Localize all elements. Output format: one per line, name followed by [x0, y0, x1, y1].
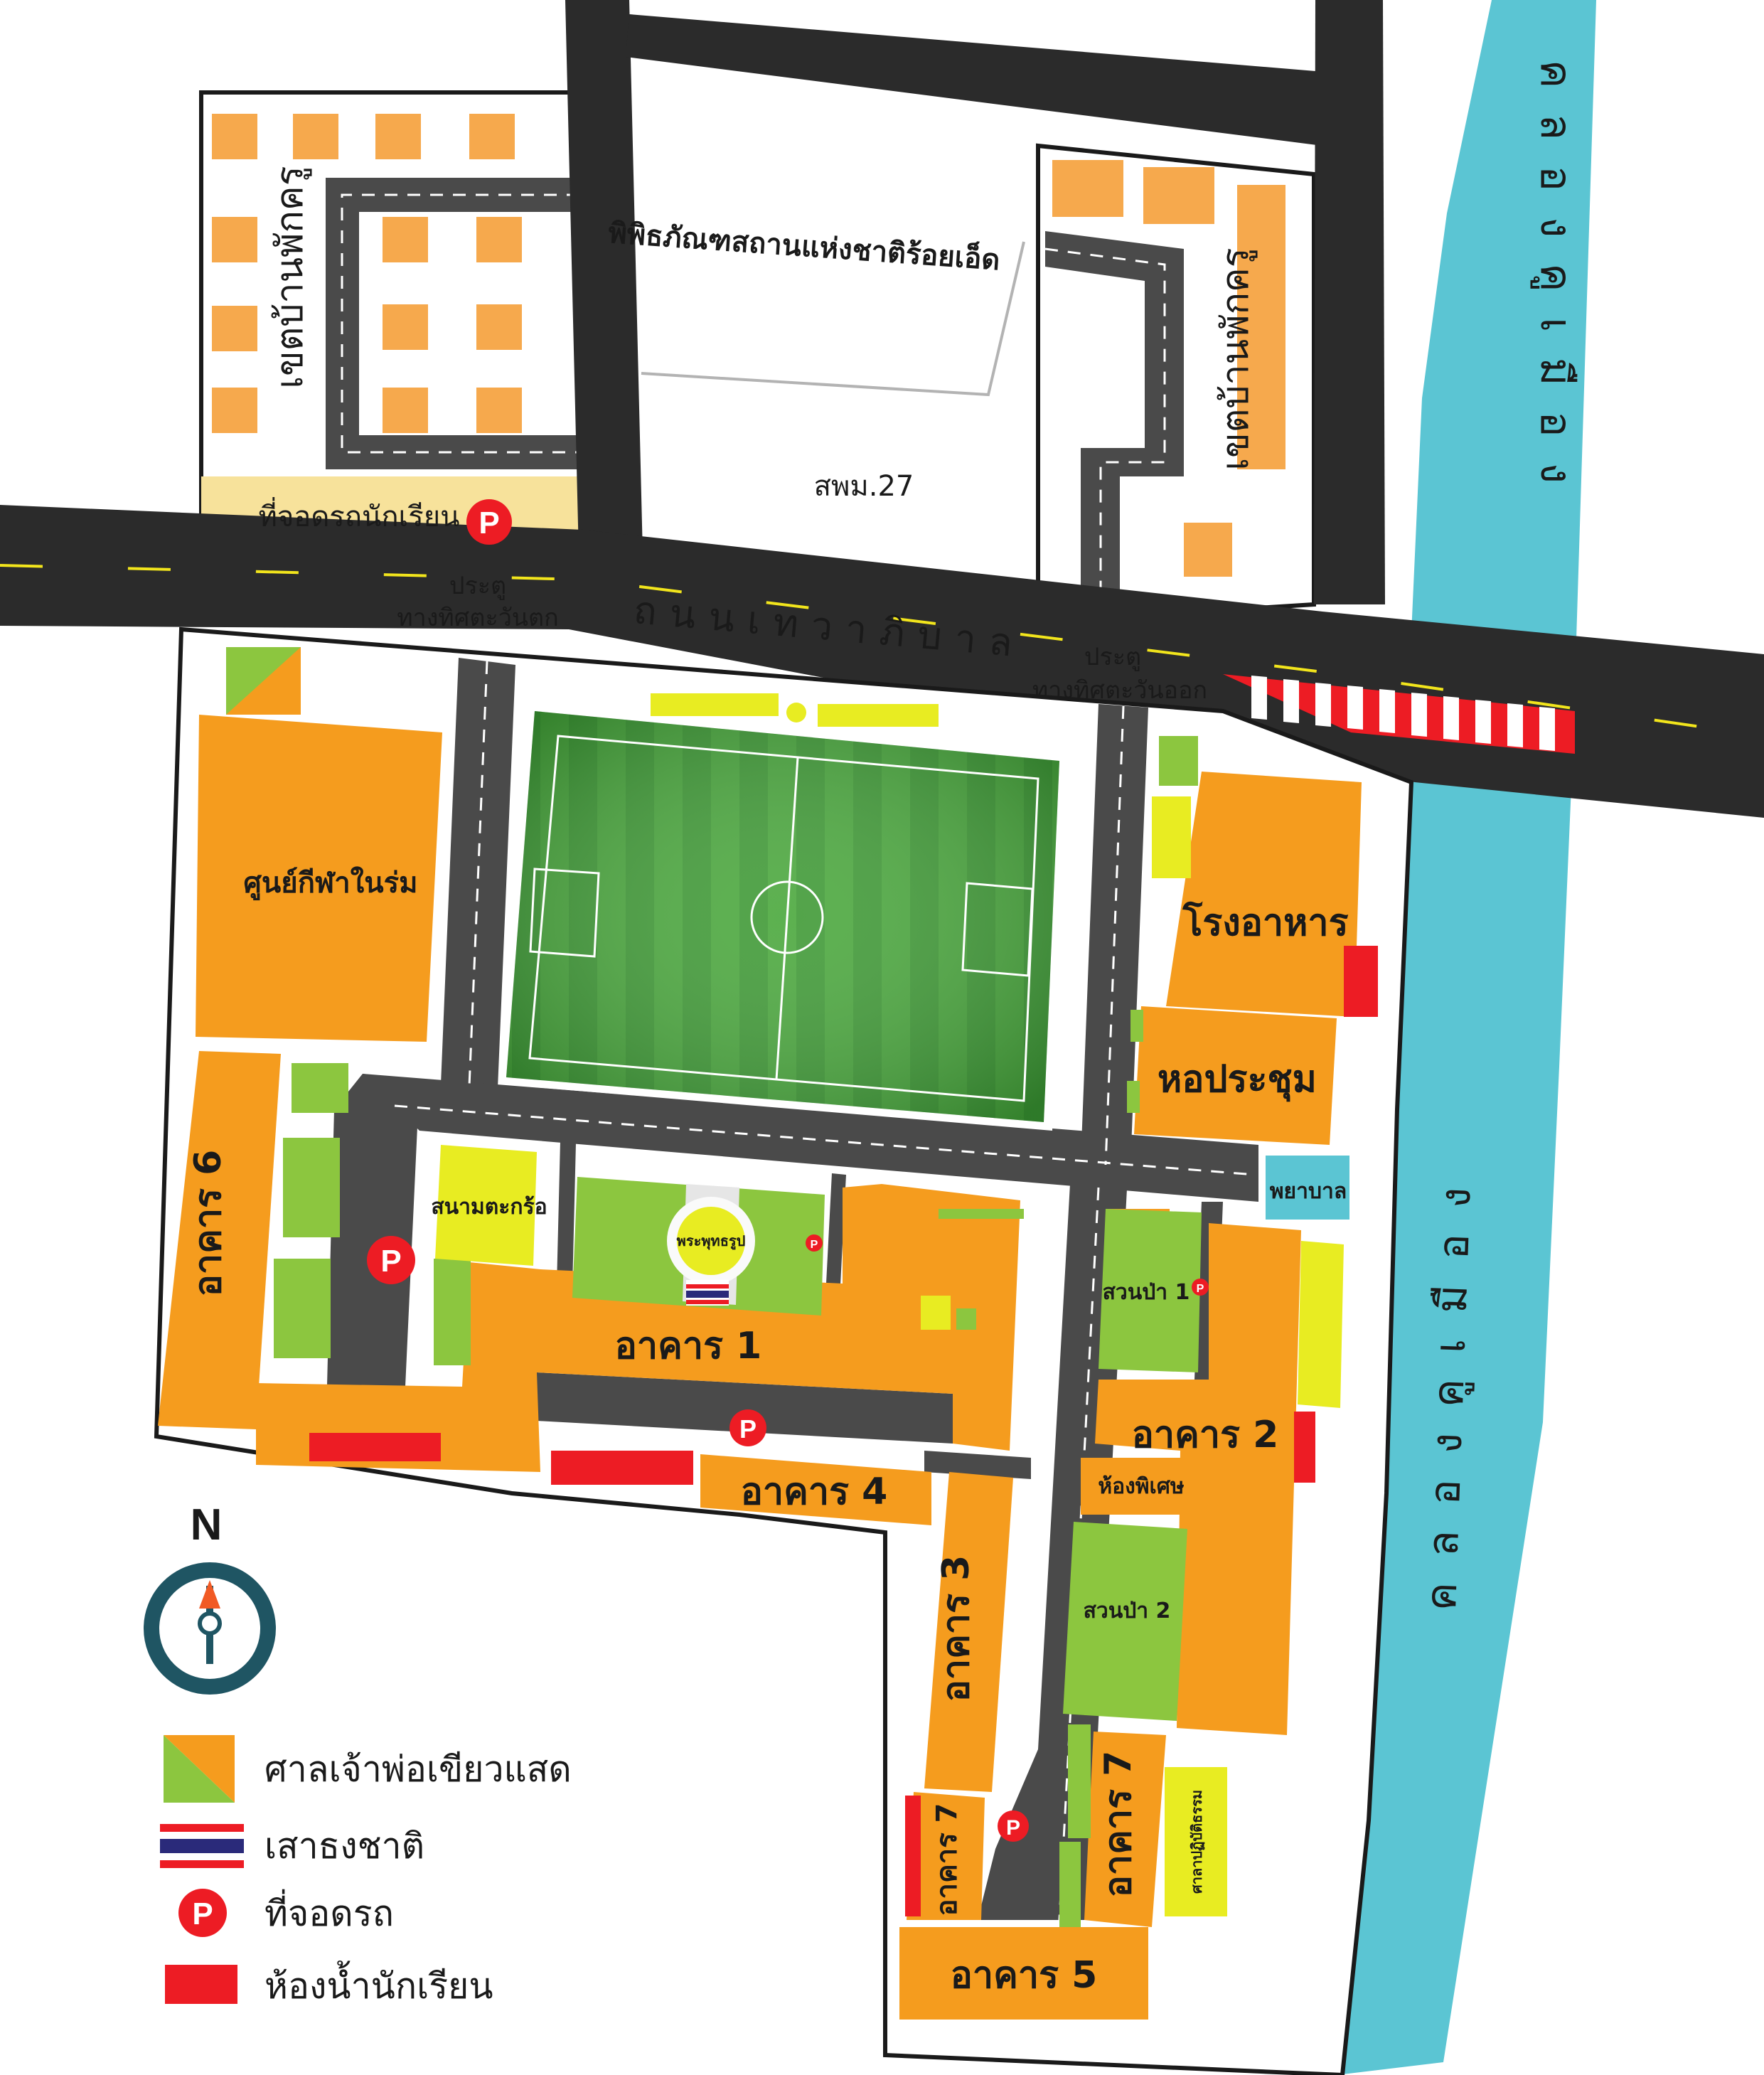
label-pavilion: ศาลาปฏิบัติธรรม	[1188, 1790, 1205, 1894]
nurse-building	[1266, 1156, 1349, 1220]
label-garden2: สวนป่า 2	[1084, 1599, 1171, 1623]
label-spm27: สพม.27	[814, 470, 914, 503]
label-takraw: สนามตะกร้อ	[431, 1195, 547, 1220]
svg-text:P: P	[479, 506, 499, 540]
compass-north-letter: N	[191, 1500, 223, 1549]
west-block-driveway	[326, 178, 579, 469]
label-garden1: สวนป่า 1	[1103, 1280, 1190, 1305]
football-pitch	[501, 708, 1067, 1131]
svg-text:ห้องน้ำนักเรียน: ห้องน้ำนักเรียน	[264, 1961, 493, 2007]
label-gate-east-1: ประตู	[1084, 643, 1141, 671]
museum-divider	[641, 241, 1025, 397]
label-building6: อาคาร 6	[187, 1150, 230, 1297]
parking-badge-south: P	[998, 1810, 1029, 1842]
legend-item-restroom: ห้องน้ำนักเรียน	[165, 1961, 493, 2007]
teacher-houses-east	[1052, 160, 1285, 577]
parking-badge-central: P	[729, 1409, 766, 1446]
parking-icon: P	[178, 1889, 227, 1937]
flag-map-icon	[686, 1280, 729, 1306]
label-building3: อาคาร 3	[935, 1555, 978, 1702]
label-building2: อาคาร 2	[1132, 1414, 1279, 1456]
road-north-west	[565, 0, 643, 583]
label-teacher-zone-east: เขตบ้านพักครู	[1214, 247, 1258, 470]
label-special-room: ห้องพิเศษ	[1098, 1474, 1185, 1499]
label-meeting-hall: หอประชุม	[1158, 1058, 1317, 1102]
compass-ring	[144, 1562, 276, 1695]
label-teacher-zone-west: เขตบ้านพักครู	[269, 166, 312, 388]
legend: ศาลเจ้าพ่อเขียวแสด เสาธงชาติ P ที่จอดรถ …	[160, 1735, 572, 2007]
svg-text:เสาธงชาติ: เสาธงชาติ	[264, 1825, 424, 1867]
label-buddha: พระพุทธรูป	[677, 1232, 746, 1251]
label-building7-left: อาคาร 7	[931, 1803, 963, 1916]
yellow-areas	[435, 796, 1344, 1916]
label-gate-west-1: ประตู	[449, 572, 506, 600]
restroom-icon	[165, 1965, 237, 2004]
legend-item-flag: เสาธงชาติ	[160, 1824, 424, 1868]
compass-needle	[199, 1580, 220, 1609]
legend-item-shrine: ศาลเจ้าพ่อเขียวแสด	[164, 1735, 572, 1803]
compass: N	[144, 1500, 276, 1695]
restrooms	[309, 946, 1378, 1916]
road-tewapibal	[0, 505, 1764, 818]
svg-text:P: P	[1197, 1283, 1204, 1295]
label-canteen: โรงอาหาร	[1182, 900, 1348, 944]
label-student-parking: ที่จอดรถนักเรียน	[258, 497, 459, 533]
svg-text:ศาลเจ้าพ่อเขียวแสด: ศาลเจ้าพ่อเขียวแสด	[264, 1749, 572, 1790]
buddha-area	[667, 1184, 755, 1305]
lawns	[274, 736, 1202, 1927]
label-canal-top: คลองคูเมือง	[1530, 60, 1581, 509]
label-building4: อาคาร 4	[741, 1471, 888, 1513]
road-north-upper	[626, 14, 1322, 146]
museum-block	[633, 55, 1038, 582]
label-gate-east-2: ทางทิศตะวันออก	[1032, 676, 1207, 705]
svg-text:P: P	[1006, 1816, 1020, 1840]
svg-text:P: P	[739, 1414, 757, 1444]
shrine-map-icon	[226, 647, 301, 715]
svg-text:P: P	[811, 1239, 818, 1251]
svg-text:ที่จอดรถ: ที่จอดรถ	[264, 1889, 394, 1934]
label-building7-right: อาคาร 7	[1097, 1751, 1140, 1898]
buildings	[158, 647, 1362, 2020]
road-north-east	[1314, 0, 1385, 604]
flag-icon	[160, 1824, 244, 1868]
label-nurse: พยาบาล	[1270, 1179, 1347, 1204]
label-building1: อาคาร 1	[615, 1325, 762, 1367]
teacher-houses-west	[212, 114, 522, 433]
parking-badge-small-2: P	[1192, 1279, 1209, 1296]
svg-text:P: P	[192, 1897, 213, 1931]
label-indoor-sports: ศูนย์กีฬาในร่ม	[244, 866, 418, 900]
parking-badge-student: P	[466, 499, 512, 545]
east-block-driveway	[1045, 231, 1184, 626]
svg-text:P: P	[380, 1244, 401, 1279]
label-gate-west-2: ทางทิศตะวันตก	[397, 604, 558, 632]
parking-badge-small-1: P	[806, 1234, 823, 1252]
parking-badge-west: P	[367, 1236, 415, 1284]
legend-item-parking: P ที่จอดรถ	[178, 1889, 394, 1937]
pitch-north-benches	[651, 693, 939, 727]
label-building5: อาคาร 5	[951, 1954, 1098, 1997]
